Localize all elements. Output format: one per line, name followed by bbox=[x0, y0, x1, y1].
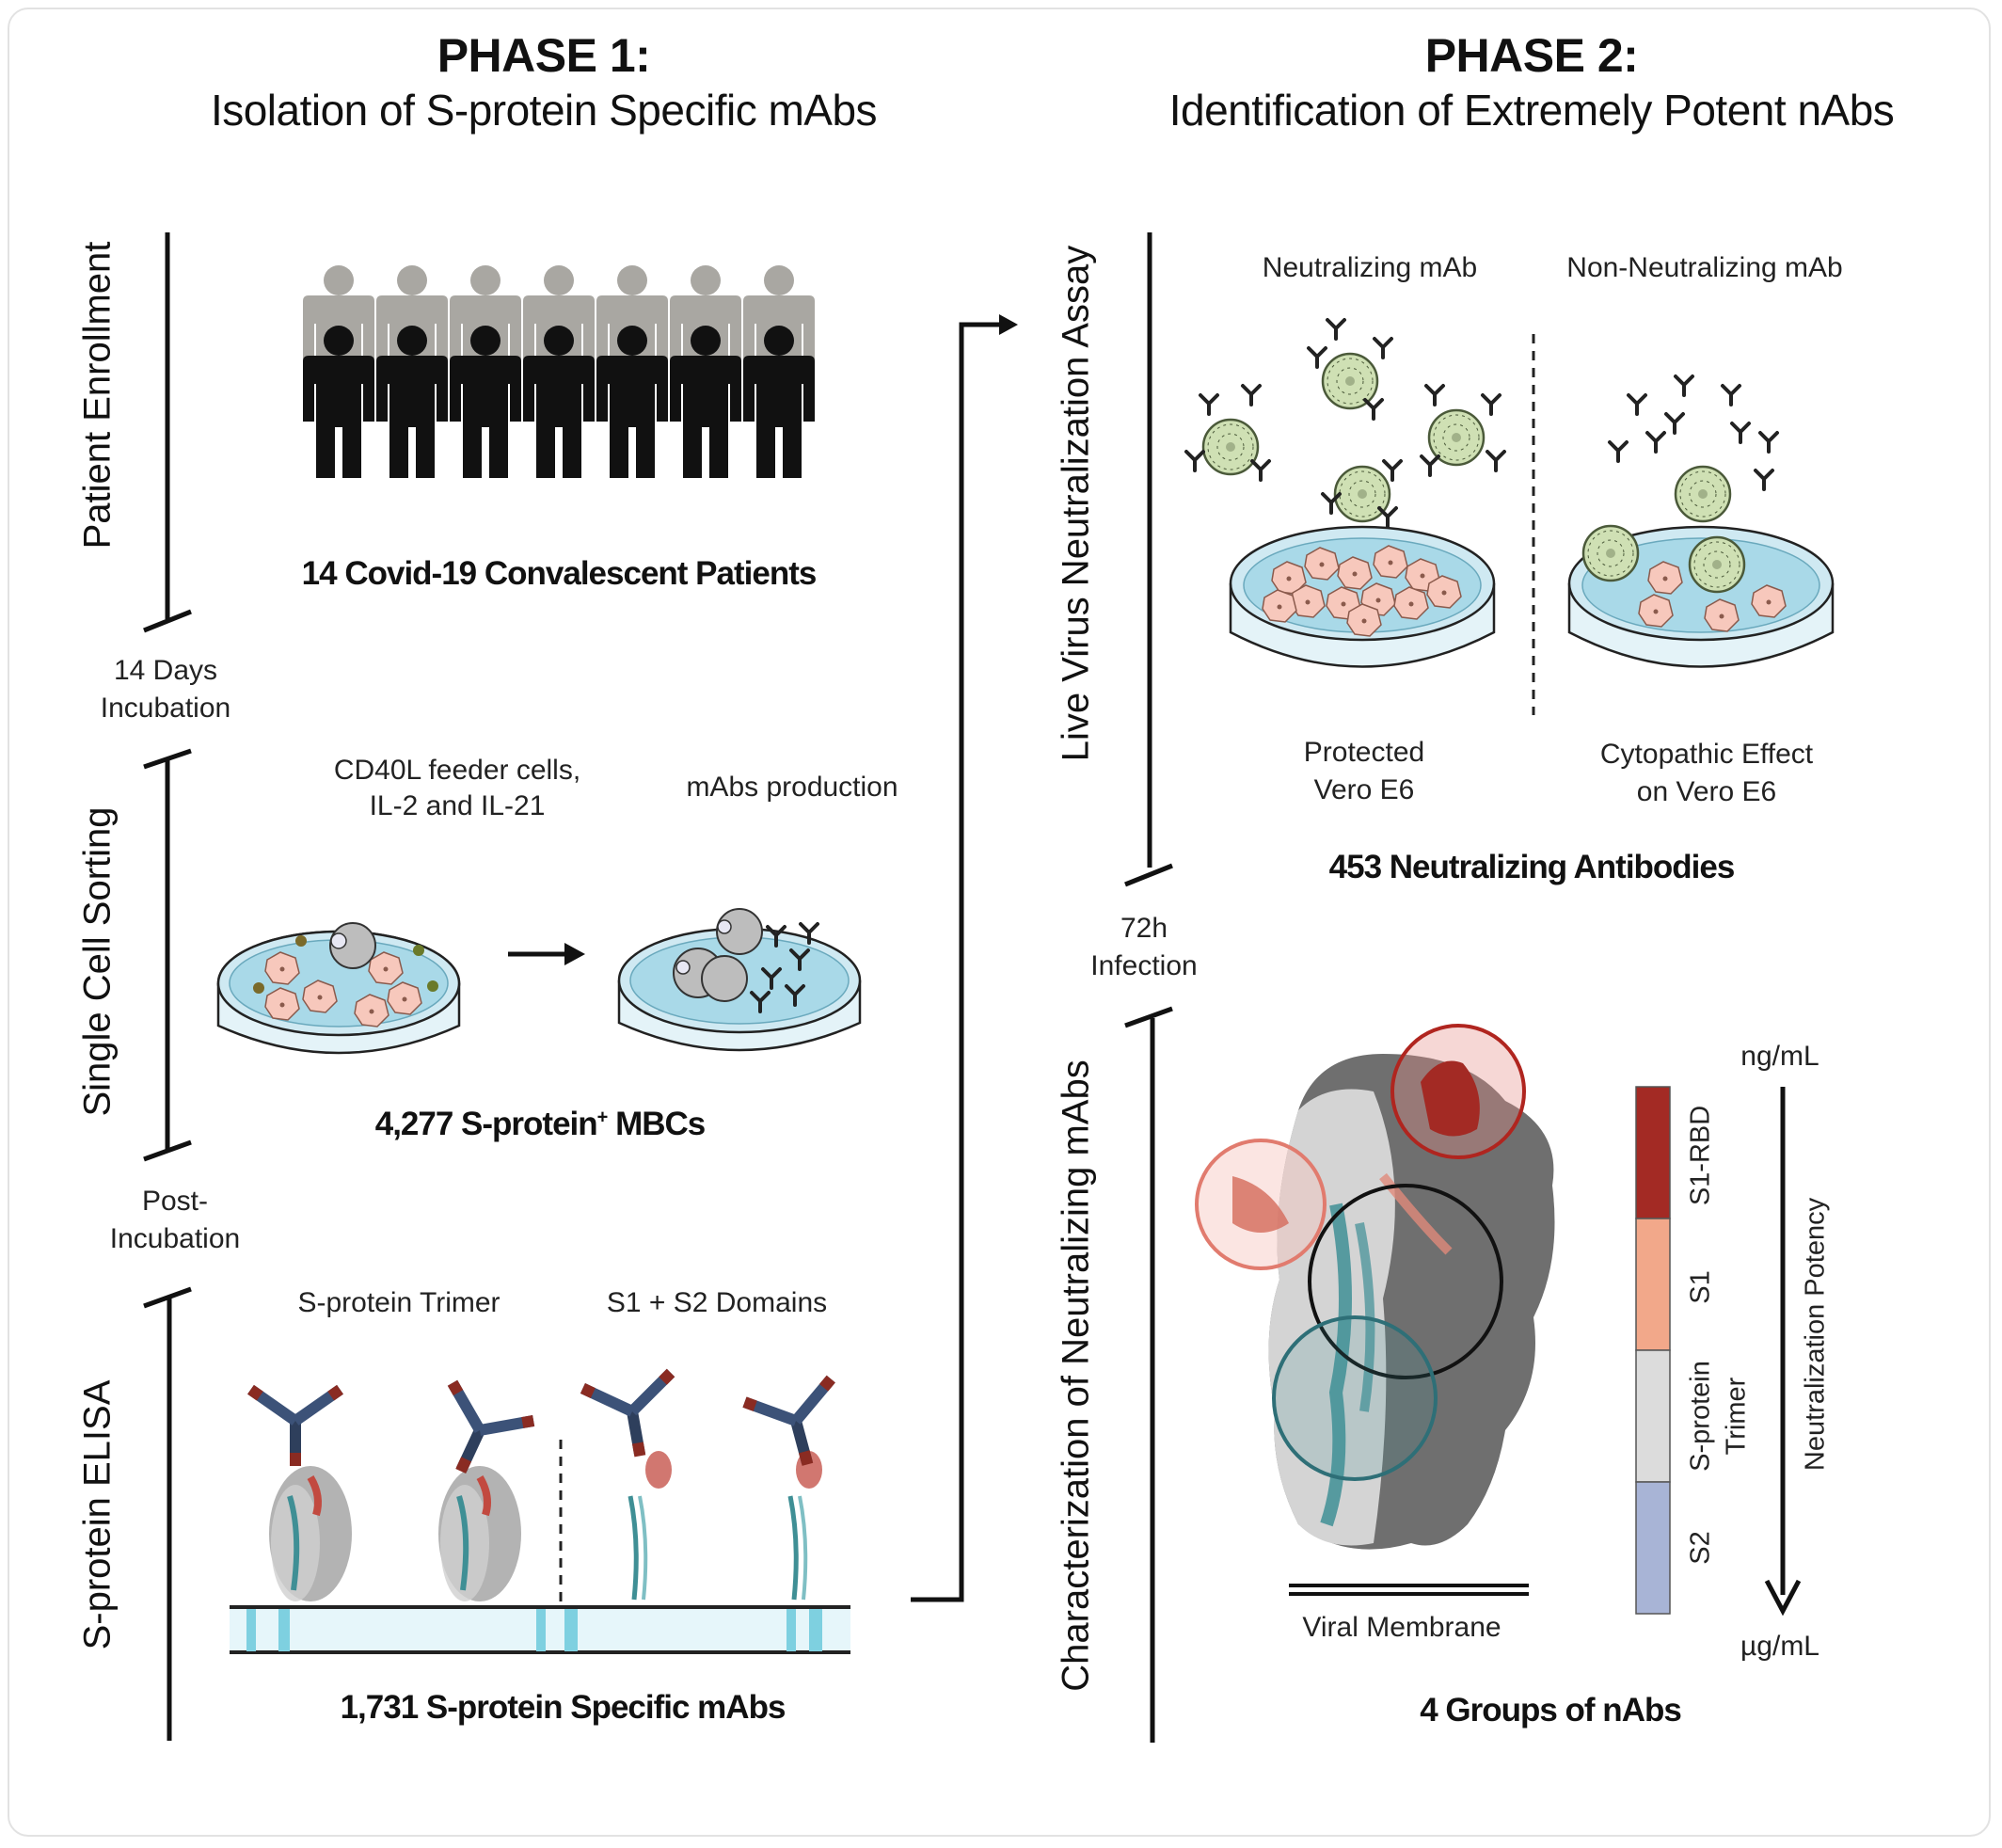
cytopathic-label-1: Cytopathic Effect bbox=[1599, 739, 1814, 770]
domains-label: S1 + S2 Domains bbox=[606, 1287, 828, 1318]
elisa-result: 1,731 S-protein Specific mAbs bbox=[340, 1689, 786, 1726]
domain-colorbar bbox=[1635, 1086, 1671, 1615]
figure-frame bbox=[8, 8, 1991, 1837]
legend-s1: S1 bbox=[1685, 1270, 1716, 1304]
step-neutralization-assay: Live Virus Neutralization Assay bbox=[1055, 245, 1097, 762]
incubation-label-2: Incubation bbox=[100, 693, 231, 724]
protected-label-2: Vero E6 bbox=[1313, 774, 1415, 805]
step-characterization: Characterization of Neutralizing mAbs bbox=[1055, 1059, 1097, 1692]
phase2-title: PHASE 2: bbox=[1424, 29, 1639, 82]
step-single-cell-sorting: Single Cell Sorting bbox=[76, 806, 119, 1117]
elisa-plate bbox=[230, 1440, 850, 1654]
feeder-dish bbox=[216, 922, 461, 1055]
feeder-cells-line1: CD40L feeder cells, bbox=[333, 755, 581, 786]
production-dish bbox=[617, 908, 862, 1052]
infection-label-1: 72h bbox=[1120, 913, 1168, 944]
mabs-production-label: mAbs production bbox=[686, 772, 898, 803]
incubation-label-1: 14 Days bbox=[113, 655, 218, 686]
sorting-arrow bbox=[508, 943, 585, 965]
patients-count: 14 Covid-19 Convalescent Patients bbox=[301, 555, 818, 592]
patients-illustration bbox=[303, 265, 815, 478]
colorbar-s2 bbox=[1635, 1481, 1671, 1615]
potency-arrow bbox=[1764, 1087, 1802, 1617]
viral-membrane-label: Viral Membrane bbox=[1302, 1612, 1502, 1643]
step-s-protein-elisa: S-protein ELISA bbox=[76, 1379, 119, 1650]
phase1-subtitle: Isolation of S-protein Specific mAbs bbox=[210, 86, 878, 135]
colorbar-s1 bbox=[1635, 1218, 1671, 1351]
colorbar-s1rbd bbox=[1635, 1086, 1671, 1219]
elisa-trimers bbox=[269, 1451, 822, 1601]
protected-dish bbox=[1184, 318, 1506, 668]
phase1-title: PHASE 1: bbox=[437, 29, 651, 82]
phase1-timeline bbox=[143, 232, 192, 1741]
post-incubation-label-2: Incubation bbox=[109, 1223, 241, 1254]
infection-label-2: Infection bbox=[1090, 950, 1198, 981]
phase2-subtitle: Identification of Extremely Potent nAbs bbox=[1168, 86, 1895, 135]
groups-result: 4 Groups of nAbs bbox=[1420, 1692, 1682, 1729]
colorbar-trimer bbox=[1635, 1349, 1671, 1483]
connector-arrow-head bbox=[999, 314, 1018, 335]
post-incubation-label-1: Post- bbox=[141, 1186, 209, 1217]
potency-top-unit: ng/mL bbox=[1740, 1041, 1819, 1072]
feeder-cells-line2: IL-2 and IL-21 bbox=[369, 790, 546, 821]
neutralization-result: 453 Neutralizing Antibodies bbox=[1328, 849, 1736, 885]
potency-axis-label: Neutralization Potency bbox=[1800, 1197, 1831, 1472]
elisa-antibodies bbox=[247, 1367, 854, 1492]
phase2-timeline bbox=[1124, 232, 1173, 1743]
legend-trimer-line2: Trimer bbox=[1721, 1377, 1752, 1456]
trimer-label: S-protein Trimer bbox=[297, 1287, 500, 1318]
step-patient-enrollment: Patient Enrollment bbox=[76, 241, 119, 550]
legend-trimer-line1: S-protein bbox=[1685, 1361, 1716, 1472]
spike-structure bbox=[1195, 1024, 1555, 1596]
non-neutralizing-mab-label: Non-Neutralizing mAb bbox=[1566, 252, 1843, 283]
cytopathic-dish bbox=[1567, 374, 1835, 668]
cytopathic-label-2: on Vero E6 bbox=[1636, 776, 1777, 807]
legend-s1rbd: S1-RBD bbox=[1685, 1105, 1716, 1206]
connector-arrow bbox=[911, 322, 1007, 1602]
potency-bottom-unit: µg/mL bbox=[1740, 1631, 1819, 1662]
mbc-count: 4,277 S-protein+ MBCs bbox=[374, 1106, 707, 1142]
legend-s2: S2 bbox=[1685, 1531, 1716, 1565]
protected-label-1: Protected bbox=[1303, 737, 1425, 768]
neutralizing-mab-label: Neutralizing mAb bbox=[1262, 252, 1478, 283]
